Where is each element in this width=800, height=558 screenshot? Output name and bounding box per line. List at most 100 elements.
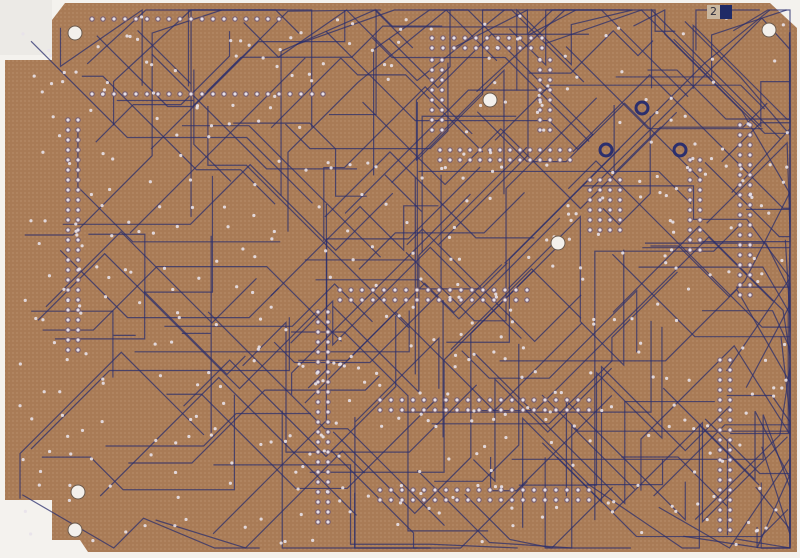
via <box>230 461 234 465</box>
via <box>708 273 712 277</box>
via <box>433 498 437 502</box>
via <box>738 223 742 227</box>
via <box>405 220 409 225</box>
via <box>540 103 544 107</box>
via <box>48 54 53 58</box>
via <box>728 498 732 502</box>
trace <box>86 9 300 65</box>
via <box>222 205 227 209</box>
via <box>66 198 70 202</box>
via <box>315 371 319 375</box>
mounting-hole <box>482 92 498 108</box>
via <box>667 424 671 429</box>
trace <box>183 315 397 458</box>
via <box>241 247 245 251</box>
via <box>764 526 768 530</box>
via <box>326 310 330 314</box>
via <box>411 488 415 492</box>
via <box>76 338 80 342</box>
via <box>283 439 288 443</box>
via <box>526 406 530 410</box>
via <box>485 36 489 40</box>
via <box>90 92 94 96</box>
via <box>137 229 141 234</box>
via <box>748 283 752 287</box>
via <box>129 270 133 274</box>
via <box>499 335 503 339</box>
trace <box>309 270 534 473</box>
via <box>492 298 496 302</box>
large-pad <box>634 100 650 116</box>
via <box>738 283 742 287</box>
via <box>18 404 22 408</box>
via <box>66 298 70 303</box>
via <box>459 298 463 302</box>
trace <box>24 9 222 236</box>
via <box>348 510 352 514</box>
via <box>62 287 66 291</box>
via <box>49 82 54 86</box>
trace <box>613 421 788 524</box>
via <box>718 458 722 462</box>
trace <box>242 321 478 453</box>
via <box>495 45 499 50</box>
via <box>718 488 722 492</box>
via <box>647 433 651 438</box>
via <box>474 46 478 50</box>
via <box>259 442 263 447</box>
via <box>58 390 62 394</box>
via <box>527 255 531 260</box>
via <box>718 518 722 522</box>
via <box>598 228 602 232</box>
via <box>100 419 104 424</box>
via <box>553 390 557 394</box>
via <box>610 510 615 514</box>
trace <box>324 151 535 239</box>
via <box>568 148 572 152</box>
via <box>316 500 320 504</box>
via <box>727 270 731 274</box>
via <box>77 267 81 271</box>
via <box>167 92 171 96</box>
via <box>444 408 448 412</box>
via <box>178 92 182 96</box>
via <box>299 512 303 517</box>
via <box>748 192 753 196</box>
via <box>404 18 408 22</box>
via <box>720 147 725 151</box>
via <box>259 517 263 521</box>
via <box>228 481 232 485</box>
via <box>618 188 622 192</box>
via <box>698 218 702 222</box>
via <box>493 485 498 489</box>
via <box>528 148 532 152</box>
via <box>598 198 602 202</box>
via <box>728 388 732 392</box>
via <box>269 440 273 444</box>
via <box>696 502 700 506</box>
via <box>218 384 223 389</box>
via <box>411 398 415 402</box>
via <box>347 398 352 403</box>
via <box>430 46 434 50</box>
via <box>589 371 593 375</box>
trace <box>304 177 416 375</box>
via <box>76 328 80 332</box>
via <box>738 133 742 137</box>
via <box>76 168 80 172</box>
via <box>41 318 45 322</box>
via <box>430 88 434 92</box>
via <box>337 454 341 458</box>
via <box>371 298 375 302</box>
via <box>588 188 592 192</box>
via <box>718 448 722 452</box>
via <box>618 228 622 232</box>
via <box>316 380 320 384</box>
via <box>145 92 149 96</box>
via <box>102 88 107 92</box>
via <box>785 131 789 135</box>
via <box>432 338 436 342</box>
via <box>525 298 529 302</box>
via <box>492 350 496 354</box>
via <box>456 282 460 287</box>
